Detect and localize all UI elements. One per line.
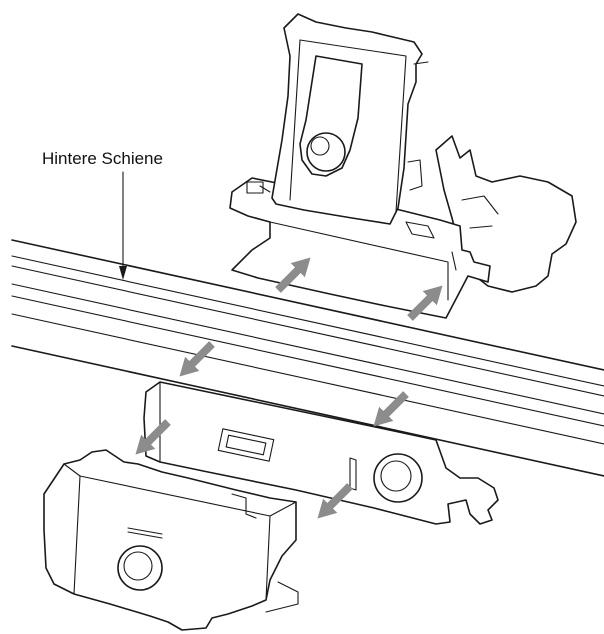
up-right-arrow-icon [275,257,311,293]
assembly-arrows [135,257,443,519]
rear-rail-callout: Hintere Schiene [42,149,163,280]
rear-rail-label: Hintere Schiene [42,149,163,168]
front-cap [43,449,299,631]
down-left-arrow-icon [317,483,353,519]
top-carriage-assembly [229,13,577,319]
up-right-arrow-icon [407,285,443,321]
down-left-arrow-icon [135,419,171,455]
rear-rail [11,239,604,477]
bottom-clamp-plate [143,381,499,525]
down-left-arrow-icon [179,341,215,377]
down-left-arrow-icon [373,391,409,427]
